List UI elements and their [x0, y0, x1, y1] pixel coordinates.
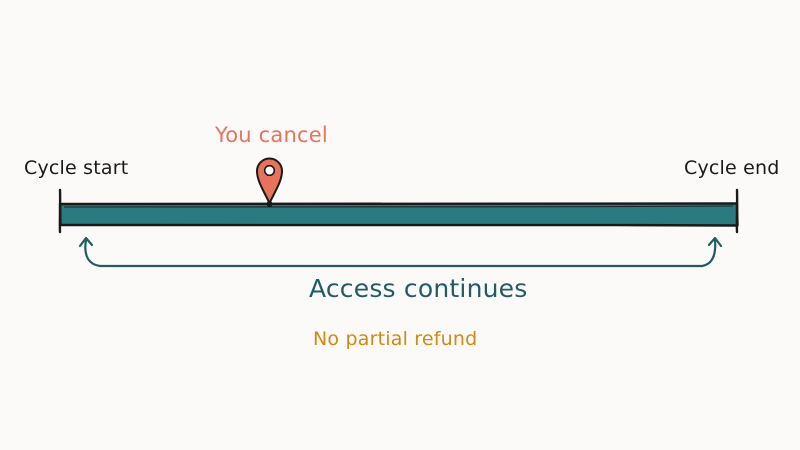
cycle-start-label: Cycle start: [24, 157, 129, 179]
map-pin-icon: [256, 157, 283, 207]
access-continues-label: Access continues: [309, 274, 528, 303]
bracket-right-arrowhead-icon: [707, 236, 723, 248]
no-partial-refund-label: No partial refund: [313, 328, 478, 350]
cycle-end-label: Cycle end: [684, 157, 780, 179]
bracket-left-arrowhead-icon: [78, 236, 94, 248]
you-cancel-label: You cancel: [215, 123, 328, 147]
access-period-bracket: [84, 238, 717, 268]
timeline-bar-sketch-line: [63, 205, 734, 208]
